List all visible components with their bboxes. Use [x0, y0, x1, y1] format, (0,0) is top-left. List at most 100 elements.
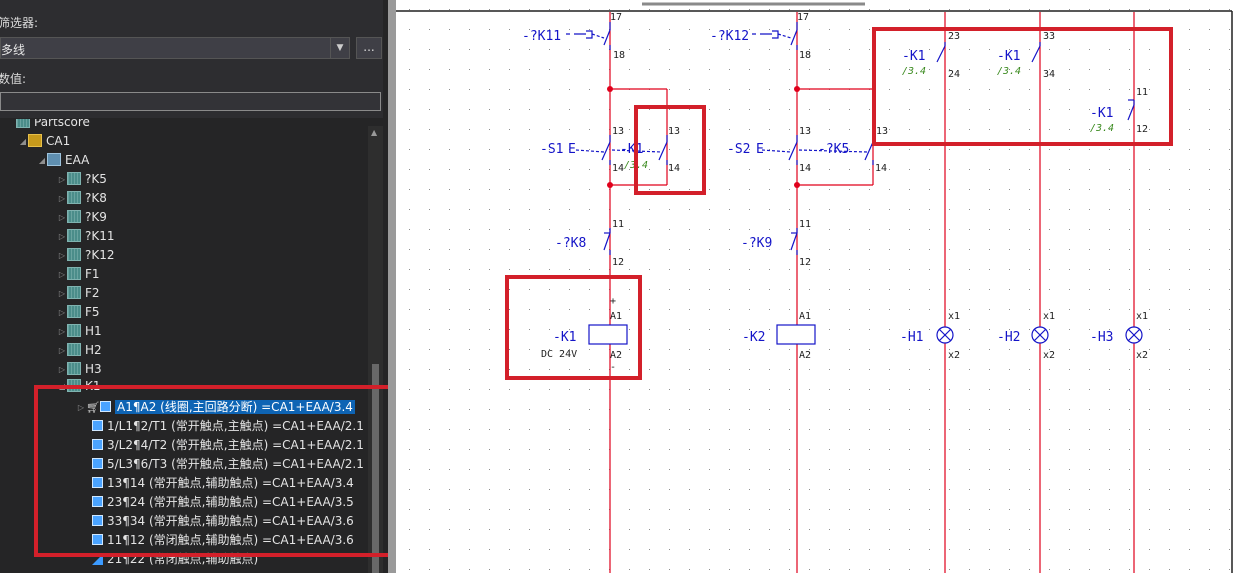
wire-junctions [607, 86, 800, 188]
svg-text:+: + [610, 296, 616, 307]
filter-area: 筛选器: 多线 ▼ ... 数值: [0, 0, 383, 118]
tree-node-device[interactable]: ▷?K9 [57, 208, 107, 227]
tree-node-function[interactable]: 1/L1¶2/T1 (常开触点,主触点) =CA1+EAA/2.1 [92, 417, 364, 436]
svg-text:14: 14 [612, 163, 624, 174]
tree-node-device[interactable]: ▷H1 [57, 322, 102, 341]
label-s1-e: E [568, 142, 576, 157]
label-k8: -?K8 [555, 236, 586, 251]
tree-node-device[interactable]: ▷F2 [57, 284, 100, 303]
label-k2-coil: -K2 [742, 330, 765, 345]
tree-node-ca1[interactable]: ◢ CA1 [18, 132, 70, 151]
device-icon [67, 229, 81, 242]
svg-text:x2: x2 [1136, 350, 1148, 361]
schematic-drawing: -?K11 -?K12 -S1 E -K1 -S2 E -?K5 -?K8 -?… [396, 0, 1240, 573]
svg-text:18: 18 [799, 50, 811, 61]
highlight-box-k1-aux-contacts [872, 27, 1173, 146]
collapsed-arrow-icon[interactable]: ▷ [77, 403, 85, 412]
chevron-down-icon[interactable]: ▼ [330, 38, 349, 58]
function-icon [100, 401, 111, 412]
device-icon [67, 210, 81, 223]
tree-node-function[interactable]: 3/L2¶4/T2 (常开触点,主触点) =CA1+EAA/2.1 [92, 436, 364, 455]
tree-scrollbar[interactable]: ▲ [368, 126, 383, 573]
svg-text:A2: A2 [610, 350, 622, 361]
function-icon [92, 515, 103, 526]
device-icon [67, 172, 81, 185]
filter-dropdown[interactable]: 多线 ▼ [0, 37, 350, 59]
collapsed-arrow-icon[interactable]: ▷ [58, 346, 66, 355]
tree-node-function[interactable]: 5/L3¶6/T3 (常开触点,主触点) =CA1+EAA/2.1 [92, 455, 364, 474]
svg-text:13: 13 [668, 126, 680, 137]
collapsed-arrow-icon[interactable]: ▷ [58, 194, 66, 203]
tree-node-label: EAA [65, 153, 90, 167]
collapsed-arrow-icon[interactable]: ▷ [58, 213, 66, 222]
label-h3: -H3 [1090, 330, 1113, 345]
function-icon [92, 496, 103, 507]
collapsed-arrow-icon[interactable]: ▷ [58, 175, 66, 184]
filter-dropdown-value: 多线 [1, 43, 26, 57]
collapsed-arrow-icon[interactable]: ▷ [58, 289, 66, 298]
svg-text:24: 24 [948, 69, 960, 80]
tree-node-device[interactable]: ▷?K8 [57, 189, 107, 208]
pin-labels: 17 18 17 18 13 14 13 14 13 14 13 14 11 1… [541, 12, 1148, 373]
device-icon [67, 305, 81, 318]
schematic-canvas[interactable]: -?K11 -?K12 -S1 E -K1 -S2 E -?K5 -?K8 -?… [396, 0, 1240, 573]
panel-splitter[interactable] [388, 0, 396, 573]
tree-node-function[interactable]: 33¶34 (常开触点,辅助触点) =CA1+EAA/3.6 [92, 512, 354, 531]
label-k1-coil: -K1 [553, 330, 576, 345]
svg-text:A1: A1 [799, 311, 811, 322]
tree-node-eaa[interactable]: ◢ EAA [37, 151, 89, 170]
tree-node-device[interactable]: ▷F5 [57, 303, 100, 322]
device-icon [67, 362, 81, 375]
svg-text:12: 12 [1136, 124, 1148, 135]
svg-text:/3.4: /3.4 [902, 66, 926, 77]
device-icon [67, 286, 81, 299]
label-k9: -?K9 [741, 236, 772, 251]
component-navigator-panel: 筛选器: 多线 ▼ ... 数值: Partscore ◢CA1 ◢EAA ▷?… [0, 0, 399, 573]
scroll-up-arrow-icon[interactable]: ▲ [371, 128, 378, 137]
expanded-arrow-icon[interactable]: ◢ [19, 137, 27, 146]
filter-more-button[interactable]: ... [356, 37, 382, 59]
svg-text:/3.4: /3.4 [1090, 123, 1114, 134]
tree-node-device[interactable]: ▷?K12 [57, 246, 115, 265]
expanded-arrow-icon[interactable]: ◢ [38, 156, 46, 165]
svg-text:14: 14 [875, 163, 887, 174]
tree-node-root[interactable]: Partscore [16, 119, 90, 132]
label-s2: -S2 [727, 142, 750, 157]
dot-grid [396, 0, 1240, 573]
svg-text:12: 12 [612, 257, 624, 268]
tree-node-device[interactable]: ▷F1 [57, 265, 100, 284]
svg-text:17: 17 [610, 12, 622, 23]
tree-node-function[interactable]: 11¶12 (常闭触点,辅助触点) =CA1+EAA/3.6 [92, 531, 354, 550]
value-label: 数值: [0, 72, 27, 86]
device-icon [67, 324, 81, 337]
tree-node-device[interactable]: ▷H2 [57, 341, 102, 360]
location-icon [47, 153, 61, 166]
svg-text:x1: x1 [1043, 311, 1055, 322]
label-h2: -H2 [997, 330, 1020, 345]
collapsed-arrow-icon[interactable]: ▷ [58, 308, 66, 317]
svg-text:A1: A1 [610, 311, 622, 322]
label-h1: -H1 [900, 330, 923, 345]
svg-text:14: 14 [799, 163, 811, 174]
svg-text:A2: A2 [799, 350, 811, 361]
svg-text:/3.4: /3.4 [997, 66, 1021, 77]
collapsed-arrow-icon[interactable]: ▷ [58, 270, 66, 279]
collapsed-arrow-icon[interactable]: ▷ [58, 365, 66, 374]
svg-text:12: 12 [799, 257, 811, 268]
tree-node-function[interactable]: 23¶24 (常开触点,辅助触点) =CA1+EAA/3.5 [92, 493, 354, 512]
tree-node-function-selected[interactable]: ▷🛒︎A1¶A2 (线圈,主回路分断) =CA1+EAA/3.4 [76, 398, 355, 417]
tree-node-device[interactable]: ▷?K11 [57, 227, 115, 246]
collapsed-arrow-icon[interactable]: ▷ [58, 232, 66, 241]
collapsed-arrow-icon[interactable]: ▷ [58, 327, 66, 336]
device-icon [67, 343, 81, 356]
tree-node-device[interactable]: ▷?K5 [57, 170, 107, 189]
contact-symbols [566, 22, 1143, 345]
tree-node-device[interactable]: ▷H3 [57, 360, 102, 379]
value-input[interactable] [0, 92, 381, 111]
scrollbar-thumb[interactable] [372, 364, 379, 573]
collapsed-arrow-icon[interactable]: ▷ [58, 251, 66, 260]
svg-text:x2: x2 [1043, 350, 1055, 361]
svg-text:-: - [610, 362, 616, 373]
tree-node-function[interactable]: 13¶14 (常开触点,辅助触点) =CA1+EAA/3.4 [92, 474, 354, 493]
tree-node-label: CA1 [46, 134, 71, 148]
